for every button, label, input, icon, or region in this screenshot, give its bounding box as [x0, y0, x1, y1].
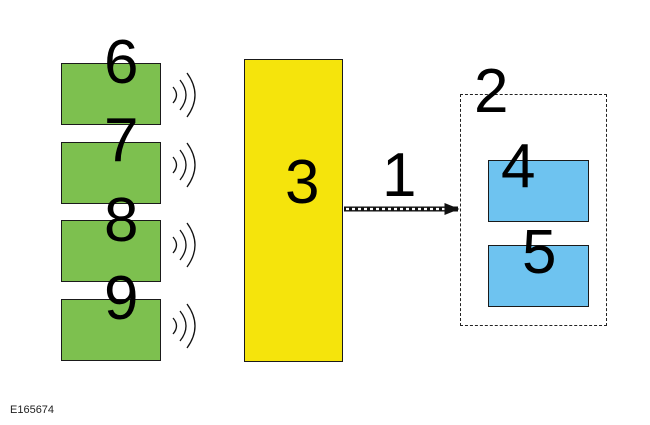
green-box-2 — [61, 142, 161, 204]
figure-code: E165674 — [10, 404, 55, 416]
label-3: 3 — [285, 148, 320, 217]
signal-wave-icon-1 — [172, 72, 196, 118]
signal-wave-icon-3 — [172, 222, 196, 268]
label-8: 8 — [104, 186, 139, 255]
label-6: 6 — [104, 28, 139, 97]
label-4: 4 — [501, 132, 536, 201]
blue-box-bottom — [488, 245, 589, 307]
signal-wave-icon-2 — [172, 142, 196, 188]
blue-box-top — [488, 160, 589, 222]
label-5: 5 — [522, 218, 557, 287]
label-9: 9 — [104, 264, 139, 333]
green-box-3 — [61, 220, 161, 282]
label-7: 7 — [104, 106, 139, 175]
green-box-1 — [61, 63, 161, 125]
green-box-4 — [61, 299, 161, 361]
dashed-group — [460, 94, 607, 326]
yellow-unit — [244, 59, 343, 362]
signal-wave-icon-4 — [172, 303, 196, 349]
label-1: 1 — [382, 141, 417, 210]
label-2: 2 — [474, 57, 509, 126]
